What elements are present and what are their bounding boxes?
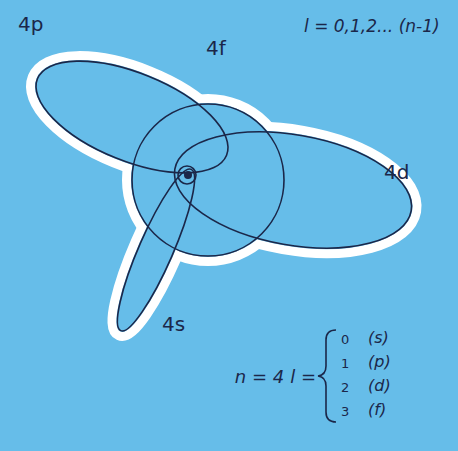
quantum-number: 0 <box>341 333 349 346</box>
orbital-letter: (s) <box>368 330 389 346</box>
orbital-letter: (d) <box>368 378 391 394</box>
formula: l = 0,1,2... (n-1) <box>304 18 440 35</box>
orbital-label: 4f <box>206 38 226 58</box>
brace <box>318 330 336 422</box>
orbital-label: 4s <box>162 314 185 334</box>
orbit-4d <box>165 115 420 265</box>
orbital-label: 4d <box>384 162 409 182</box>
formula: l = <box>290 368 316 386</box>
nucleus <box>184 171 192 179</box>
quantum-number: 1 <box>341 357 349 370</box>
inner-orbit <box>178 166 196 184</box>
quantum-number: 2 <box>341 381 349 394</box>
orbit-4s <box>105 163 207 338</box>
quantum-number: 3 <box>341 405 349 418</box>
orbital-letter: (f) <box>368 402 386 418</box>
orbit-4f <box>132 104 284 256</box>
orbital-letter: (p) <box>368 354 391 370</box>
formula: n = 4 <box>235 368 284 386</box>
orbital-label: 4p <box>18 14 43 34</box>
